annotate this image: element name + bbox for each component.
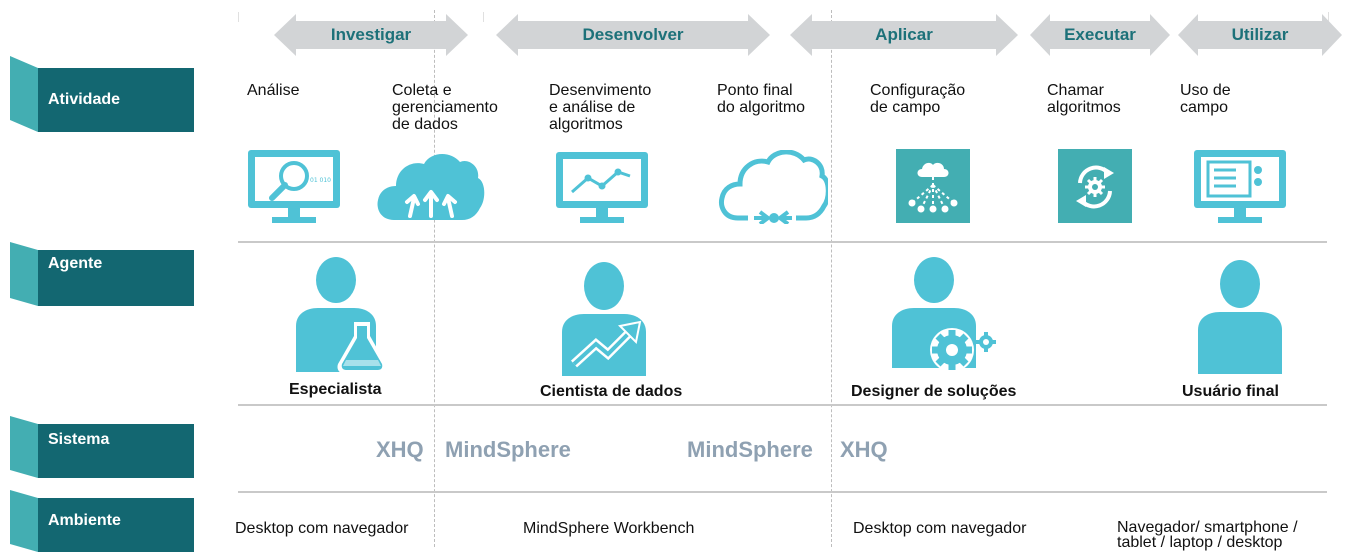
person-flask-icon xyxy=(296,257,387,374)
agent-label-usuario: Usuário final xyxy=(1182,383,1279,400)
tick-mark xyxy=(1328,12,1329,22)
row-label: Agente xyxy=(48,255,103,272)
cloud-upload-icon xyxy=(377,153,485,220)
environment-label: MindSphere Workbench xyxy=(523,520,695,537)
row-tab-sistema: Sistema xyxy=(10,416,194,478)
phase-label: Executar xyxy=(1064,25,1136,44)
row-label: Atividade xyxy=(48,91,121,108)
tick-mark xyxy=(238,12,239,22)
double-arrow-icon xyxy=(1178,14,1342,56)
phase-label: Aplicar xyxy=(875,25,933,44)
double-arrow-icon xyxy=(1030,14,1170,56)
person-gears-icon xyxy=(892,257,996,372)
agent-label-cientista: Cientista de dados xyxy=(540,383,683,400)
activity-label-desenvimento: Desenvimento e análise de algoritmos xyxy=(549,82,652,133)
system-label-mindsphere: MindSphere xyxy=(445,437,571,462)
monitor-checklist-icon xyxy=(1194,150,1286,223)
cloud-network-icon xyxy=(896,149,970,223)
sync-gear-icon xyxy=(1058,149,1132,223)
activity-label-ponto-final: Ponto final do algoritmo xyxy=(717,82,806,116)
double-arrow-icon xyxy=(496,14,770,56)
system-label-xhq: XHQ xyxy=(840,437,888,462)
phase-label: Utilizar xyxy=(1231,25,1289,44)
row-label: Ambiente xyxy=(48,512,121,529)
system-label-xhq: XHQ xyxy=(376,437,424,462)
activity-label-chamar: Chamar algoritmos xyxy=(1047,82,1121,116)
phase-executar: Executar xyxy=(1030,12,1170,58)
tick-mark xyxy=(483,12,484,22)
double-arrow-icon xyxy=(790,14,1018,56)
agent-label-designer: Designer de soluções xyxy=(851,383,1017,400)
monitor-chart-icon xyxy=(556,152,648,223)
phase-aplicar: Aplicar xyxy=(790,12,1018,58)
row-tab-atividade: Atividade xyxy=(10,56,194,132)
system-label-mindsphere: MindSphere xyxy=(687,437,813,462)
activity-label-analise: Análise xyxy=(247,82,300,99)
phase-investigar: Investigar xyxy=(274,12,468,58)
row-label: Sistema xyxy=(48,431,110,448)
activity-label-uso: Uso de campo xyxy=(1180,82,1231,116)
row-tab-agente: Agente xyxy=(10,242,194,306)
environment-label: Desktop com navegador xyxy=(235,520,409,537)
person-icon xyxy=(1198,260,1282,374)
activity-label-coleta: Coleta e gerenciamento de dados xyxy=(392,82,498,133)
phase-label: Desenvolver xyxy=(582,25,684,44)
cloud-cycle-icon xyxy=(719,150,828,224)
environment-label: Desktop com navegador xyxy=(853,520,1027,537)
monitor-search-icon: 01 010 xyxy=(248,150,340,223)
separator-investigate-develop xyxy=(434,10,435,547)
row-divider xyxy=(238,404,1327,406)
svg-text:01 010: 01 010 xyxy=(310,177,331,184)
phase-utilizar: Utilizar xyxy=(1178,12,1342,58)
environment-label: Navegador/ smartphone / tablet / laptop … xyxy=(1117,519,1298,551)
row-tab-ambiente: Ambiente xyxy=(10,490,194,552)
agent-label-especialista: Especialista xyxy=(289,381,382,398)
person-chart-icon xyxy=(562,262,646,376)
double-arrow-icon xyxy=(274,14,468,56)
row-divider xyxy=(238,241,1327,243)
separator-develop-apply xyxy=(831,10,832,547)
activity-label-configuracao: Configuração de campo xyxy=(870,82,966,116)
row-divider xyxy=(238,491,1327,493)
phase-label: Investigar xyxy=(330,25,412,44)
phase-desenvolver: Desenvolver xyxy=(496,12,770,58)
